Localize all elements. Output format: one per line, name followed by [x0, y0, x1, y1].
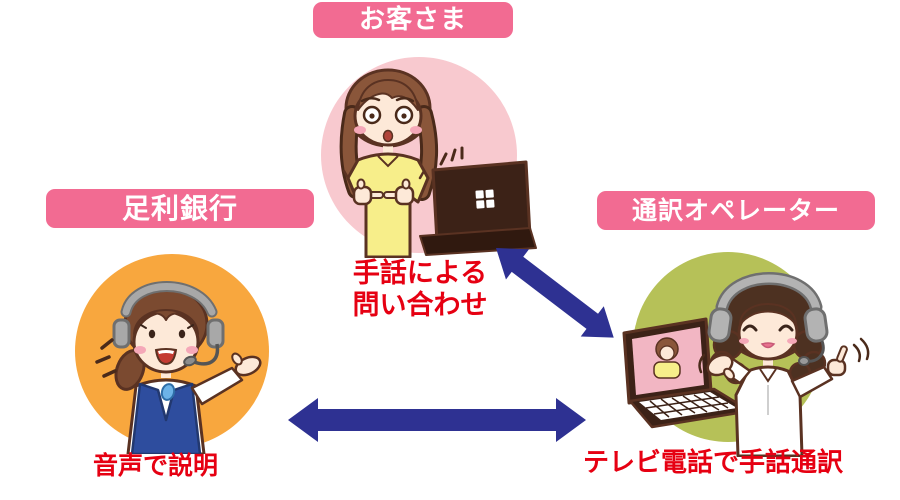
interpreter-eye-left [742, 324, 758, 332]
sign-language-inquiry-note: 手話による 問い合わせ [325, 258, 515, 322]
customer-illustration [321, 57, 537, 258]
customer-mouth [382, 129, 394, 143]
customer-label-tag: お客さま [313, 2, 513, 38]
arrow-bank-interpreter [288, 398, 586, 442]
customer-avatar [339, 68, 439, 258]
bank-label-text: 足利銀行 [121, 191, 238, 225]
bank-operator-avatar [112, 281, 262, 454]
microphone-icon [798, 356, 810, 366]
interpreter-eye-right [778, 324, 794, 332]
customer-blush [354, 126, 366, 134]
bank-illustration [75, 254, 269, 454]
inquiry-note-line2: 問い合わせ [352, 289, 488, 321]
laptop-keyboard [628, 387, 752, 429]
video-interpretation-note: テレビ電話で手話通訳 [583, 448, 844, 478]
customer-on-screen [653, 337, 681, 379]
interpreter-bangs [739, 303, 797, 326]
operator-open-hand [231, 352, 262, 377]
interpreter-pointing-hand [826, 345, 848, 377]
video-call-screen [632, 327, 704, 395]
headset-icon [112, 281, 225, 367]
operator-scarf [160, 383, 176, 401]
interpreter-avatar [698, 272, 870, 457]
windows-logo-icon [475, 189, 495, 209]
operator-vest [130, 382, 202, 454]
interpreter-label-text: 通訳オペレーター [631, 196, 840, 225]
motion-marks [698, 337, 870, 374]
microphone-icon [183, 355, 197, 367]
operator-arm [190, 366, 244, 406]
interpreter-mouth [760, 342, 776, 349]
motion-marks [439, 146, 464, 166]
customer-bangs [357, 79, 419, 111]
video-call-laptop [622, 317, 752, 429]
interpreter-illustration [622, 252, 870, 457]
interpreter-open-hand [706, 353, 735, 381]
interpreter-arm-right [790, 365, 834, 399]
motion-marks [95, 338, 117, 378]
interpreter-label-tag: 通訳オペレーター [597, 191, 875, 230]
customer-label-text: お客さま [358, 5, 467, 35]
operator-bangs [133, 309, 199, 335]
laptop-icon [419, 160, 537, 256]
customer-signing-hands [342, 169, 426, 206]
headphones-icon [707, 272, 829, 366]
bank-label-tag: 足利銀行 [46, 189, 314, 228]
voice-explanation-note: 音声で説明 [93, 451, 219, 480]
inquiry-note-line1: 手話による [352, 258, 488, 289]
